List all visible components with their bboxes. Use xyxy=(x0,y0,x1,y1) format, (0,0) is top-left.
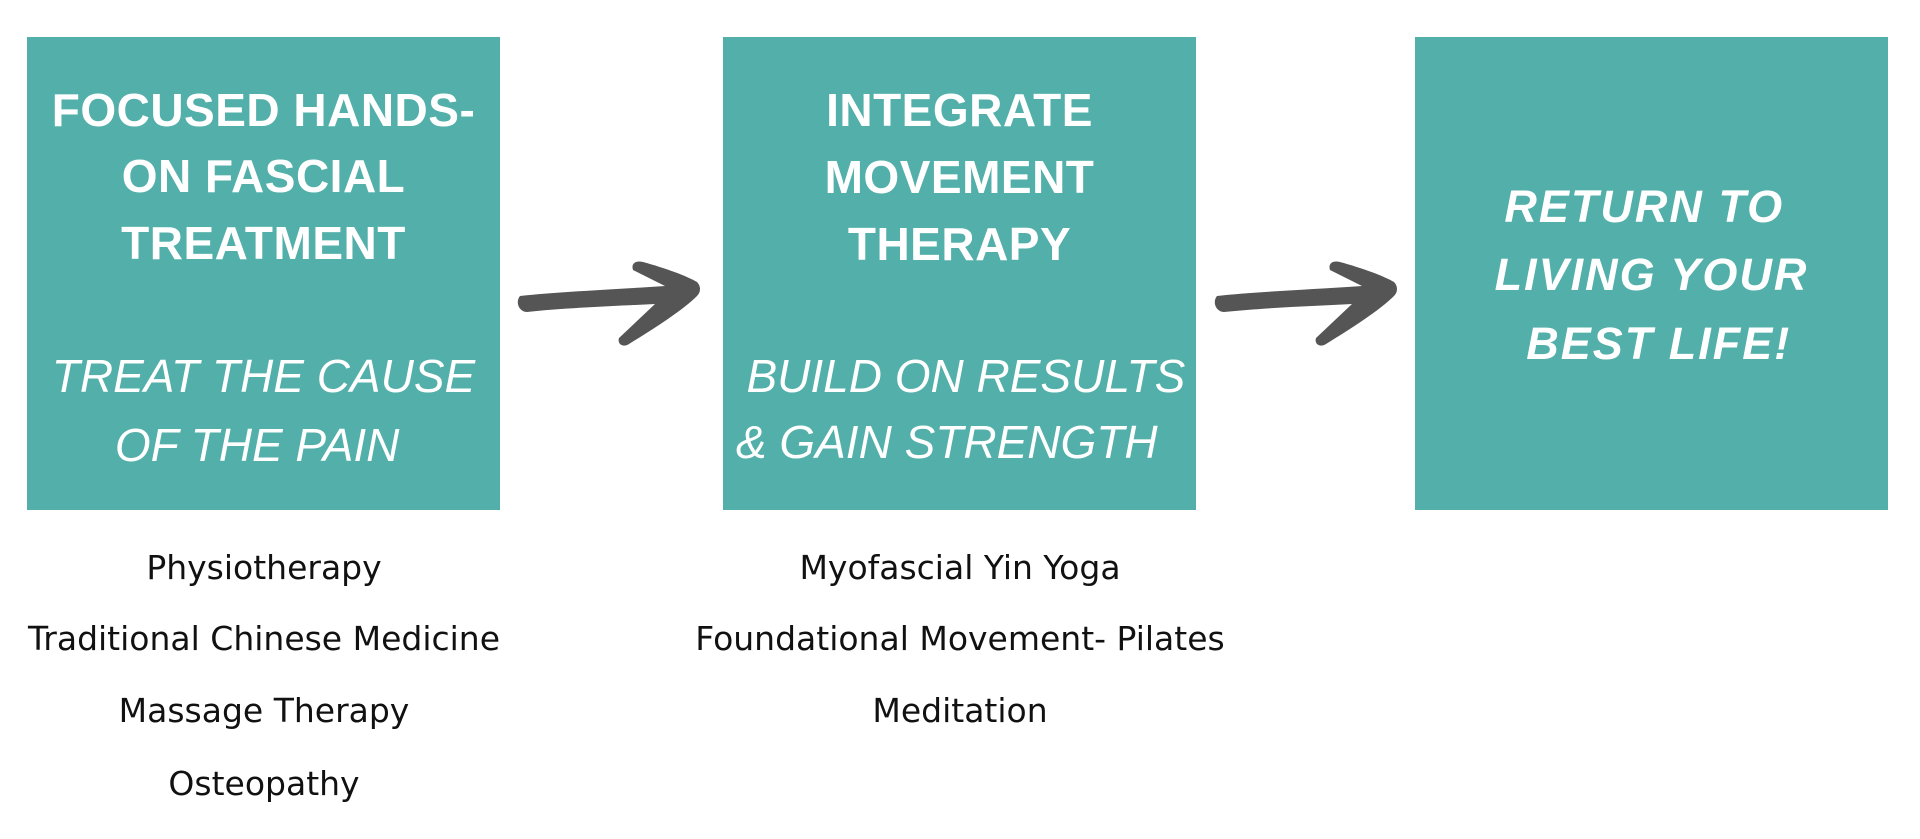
list-item: Osteopathy xyxy=(168,764,360,803)
step-heading-line: MOVEMENT xyxy=(824,151,1095,203)
step-heading-line: RETURN TO xyxy=(1504,181,1799,232)
list-item: Physiotherapy xyxy=(146,548,382,587)
step-box-movement-therapy: INTEGRATE MOVEMENT THERAPY BUILD ON RESU… xyxy=(723,37,1196,510)
list-item: Myofascial Yin Yoga xyxy=(799,548,1121,587)
step-heading-line: LIVING YOUR xyxy=(1494,249,1809,300)
step-heading-line: ON FASCIAL xyxy=(121,150,406,202)
list-item: Meditation xyxy=(872,691,1048,730)
list-item: Traditional Chinese Medicine xyxy=(27,619,501,658)
arrow-right-icon xyxy=(1214,261,1397,346)
list-item: Massage Therapy xyxy=(118,691,410,730)
step-box-hands-on-treatment: FOCUSED HANDS- ON FASCIAL TREATMENT TREA… xyxy=(27,37,500,510)
list-item: Foundational Movement- Pilates xyxy=(695,619,1225,658)
step-subtitle-line: BUILD ON RESULTS xyxy=(733,350,1186,402)
arrow-right-icon xyxy=(517,261,700,346)
step-subtitle-line: & GAIN STRENGTH xyxy=(735,416,1184,468)
step-heading-line: FOCUSED HANDS- xyxy=(51,84,476,136)
step-subtitle-line: OF THE PAIN xyxy=(114,419,413,471)
step-subtitle-line: TREAT THE CAUSE xyxy=(51,350,476,402)
step-heading-line: THERAPY xyxy=(847,218,1072,270)
step-heading-line: INTEGRATE xyxy=(826,84,1093,136)
step-heading-line: TREATMENT xyxy=(121,217,406,269)
step-box-best-life: RETURN TO LIVING YOUR BEST LIFE! xyxy=(1415,37,1888,510)
step-heading-line: BEST LIFE! xyxy=(1511,318,1792,369)
